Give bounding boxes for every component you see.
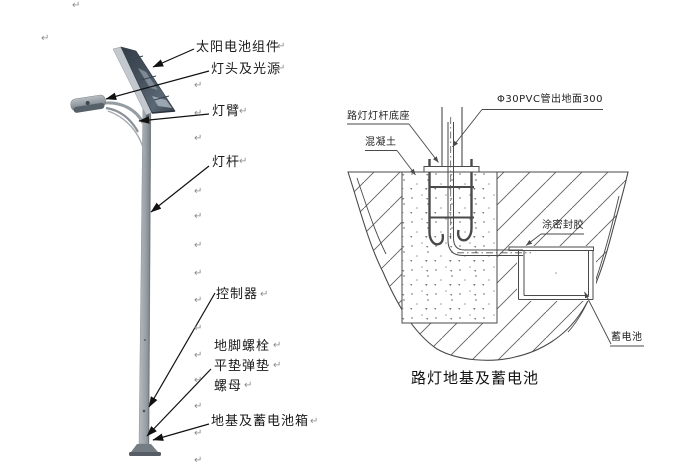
annotation-concrete: 混凝土	[365, 137, 397, 148]
foundation-section	[347, 107, 644, 361]
label-lamp-head: 灯头及光源	[211, 62, 282, 77]
paragraph-mark-icon: ↵	[194, 80, 203, 91]
paragraph-mark-icon: ↵	[244, 380, 253, 391]
light-pole	[138, 95, 152, 445]
paragraph-mark-icon: ↵	[194, 240, 203, 251]
street-light-photo	[70, 46, 216, 456]
label-anchor-bolt: 地脚螺栓	[214, 339, 271, 354]
annotation-pole-base: 路灯灯杆底座	[347, 111, 410, 122]
label-lamp-arm: 灯臂	[212, 104, 241, 119]
paragraph-mark-icon: ↵	[194, 350, 203, 361]
label-solar-module: 太阳电池组件	[196, 40, 281, 55]
lamp-head-shape	[70, 94, 106, 113]
paragraph-mark-icon: ↵	[273, 340, 282, 351]
paragraph-mark-icon: ↵	[194, 375, 203, 386]
paragraph-mark-icon: ↵	[194, 295, 203, 306]
solar-panel	[112, 46, 176, 116]
label-controller: 控制器	[216, 287, 259, 302]
paragraph-mark-icon: ↵	[194, 186, 203, 197]
paragraph-mark-icon: ↵	[194, 133, 203, 144]
paragraph-mark-icon: ↵	[72, 0, 81, 11]
label-lamp-pole: 灯杆	[212, 155, 241, 170]
paragraph-mark-icon: ↵	[194, 211, 203, 222]
pvc-conduit	[447, 117, 531, 256]
paragraph-mark-icon: ↵	[310, 416, 319, 427]
paragraph-mark-icon: ↵	[277, 41, 286, 52]
annotation-battery: 蓄电池	[611, 332, 643, 343]
callout-arrows	[105, 48, 216, 441]
label-nut: 螺母	[214, 379, 243, 394]
paragraph-mark-icon: ↵	[239, 156, 248, 167]
anchor-assembly	[423, 107, 480, 246]
annotation-pvc-pipe: Φ30PVC管出地面300	[497, 94, 604, 105]
paragraph-mark-icon: ↵	[194, 108, 203, 119]
pole-base-flange	[129, 444, 161, 456]
annotation-leaders	[347, 109, 644, 347]
paragraph-mark-icon: ↵	[239, 106, 248, 117]
paragraph-mark-icon: ↵	[194, 428, 203, 439]
label-washers: 平垫弹垫	[214, 359, 271, 374]
label-foundation-box: 地基及蓄电池箱	[211, 414, 310, 429]
lamp-arm-tubes	[104, 101, 146, 156]
paragraph-mark-icon: ↵	[194, 455, 203, 466]
paragraph-mark-icon: ↵	[194, 268, 203, 279]
paragraph-mark-icon: ↵	[277, 63, 286, 74]
annotation-sealant: 涂密封胶	[542, 220, 584, 231]
battery-box	[508, 246, 596, 301]
paragraph-mark-icon: ↵	[194, 401, 203, 412]
figure-caption: 路灯地基及蓄电池	[411, 369, 540, 387]
paragraph-mark-icon: ↵	[273, 360, 282, 371]
paragraph-mark-icon: ↵	[41, 33, 50, 44]
paragraph-mark-icon: ↵	[194, 323, 203, 334]
paragraph-mark-icon: ↵	[260, 289, 269, 300]
